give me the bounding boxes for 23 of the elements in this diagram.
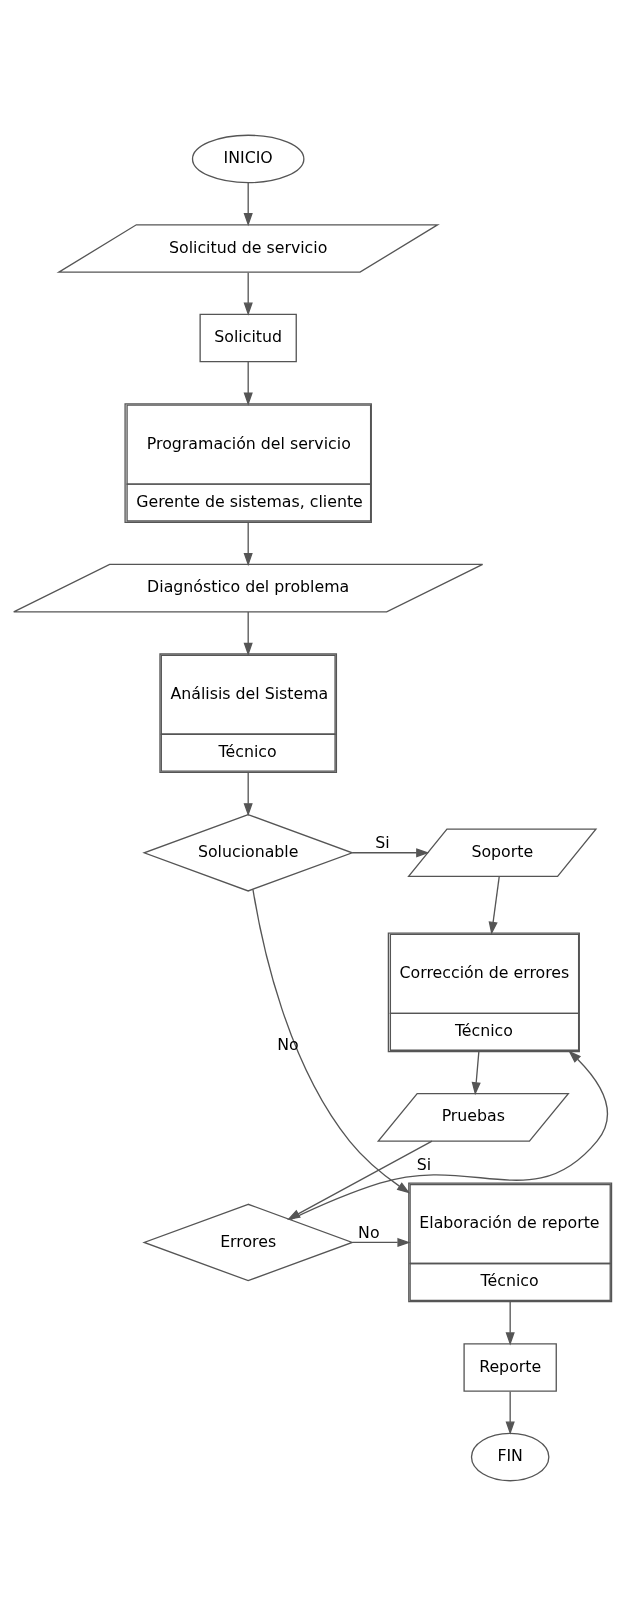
- edge-label: Si: [375, 832, 390, 852]
- arrow: [243, 360, 253, 406]
- arrow: [243, 610, 253, 656]
- arrow: [505, 1390, 515, 1435]
- node-box: Solicitud: [199, 313, 297, 362]
- arrow: [243, 181, 253, 226]
- arrow: [252, 888, 411, 1193]
- arrow: [488, 875, 500, 935]
- node-diamond: Errores: [142, 1203, 355, 1281]
- edge-label: Si: [416, 1154, 432, 1174]
- arrow: [243, 521, 253, 566]
- edge-label: No: [277, 1034, 299, 1054]
- node-ellipse: INICIO: [191, 134, 305, 183]
- arrow: [351, 1237, 411, 1247]
- node-diamond: Solucionable: [142, 813, 355, 892]
- arrow: [243, 771, 253, 816]
- arrow: [351, 847, 430, 857]
- arrow: [471, 1050, 481, 1095]
- node-ellipse: FIN: [470, 1432, 550, 1481]
- arrow: [505, 1300, 515, 1345]
- node-box: Reporte: [463, 1342, 557, 1392]
- edge-label: No: [358, 1222, 380, 1242]
- arrow: [243, 271, 253, 316]
